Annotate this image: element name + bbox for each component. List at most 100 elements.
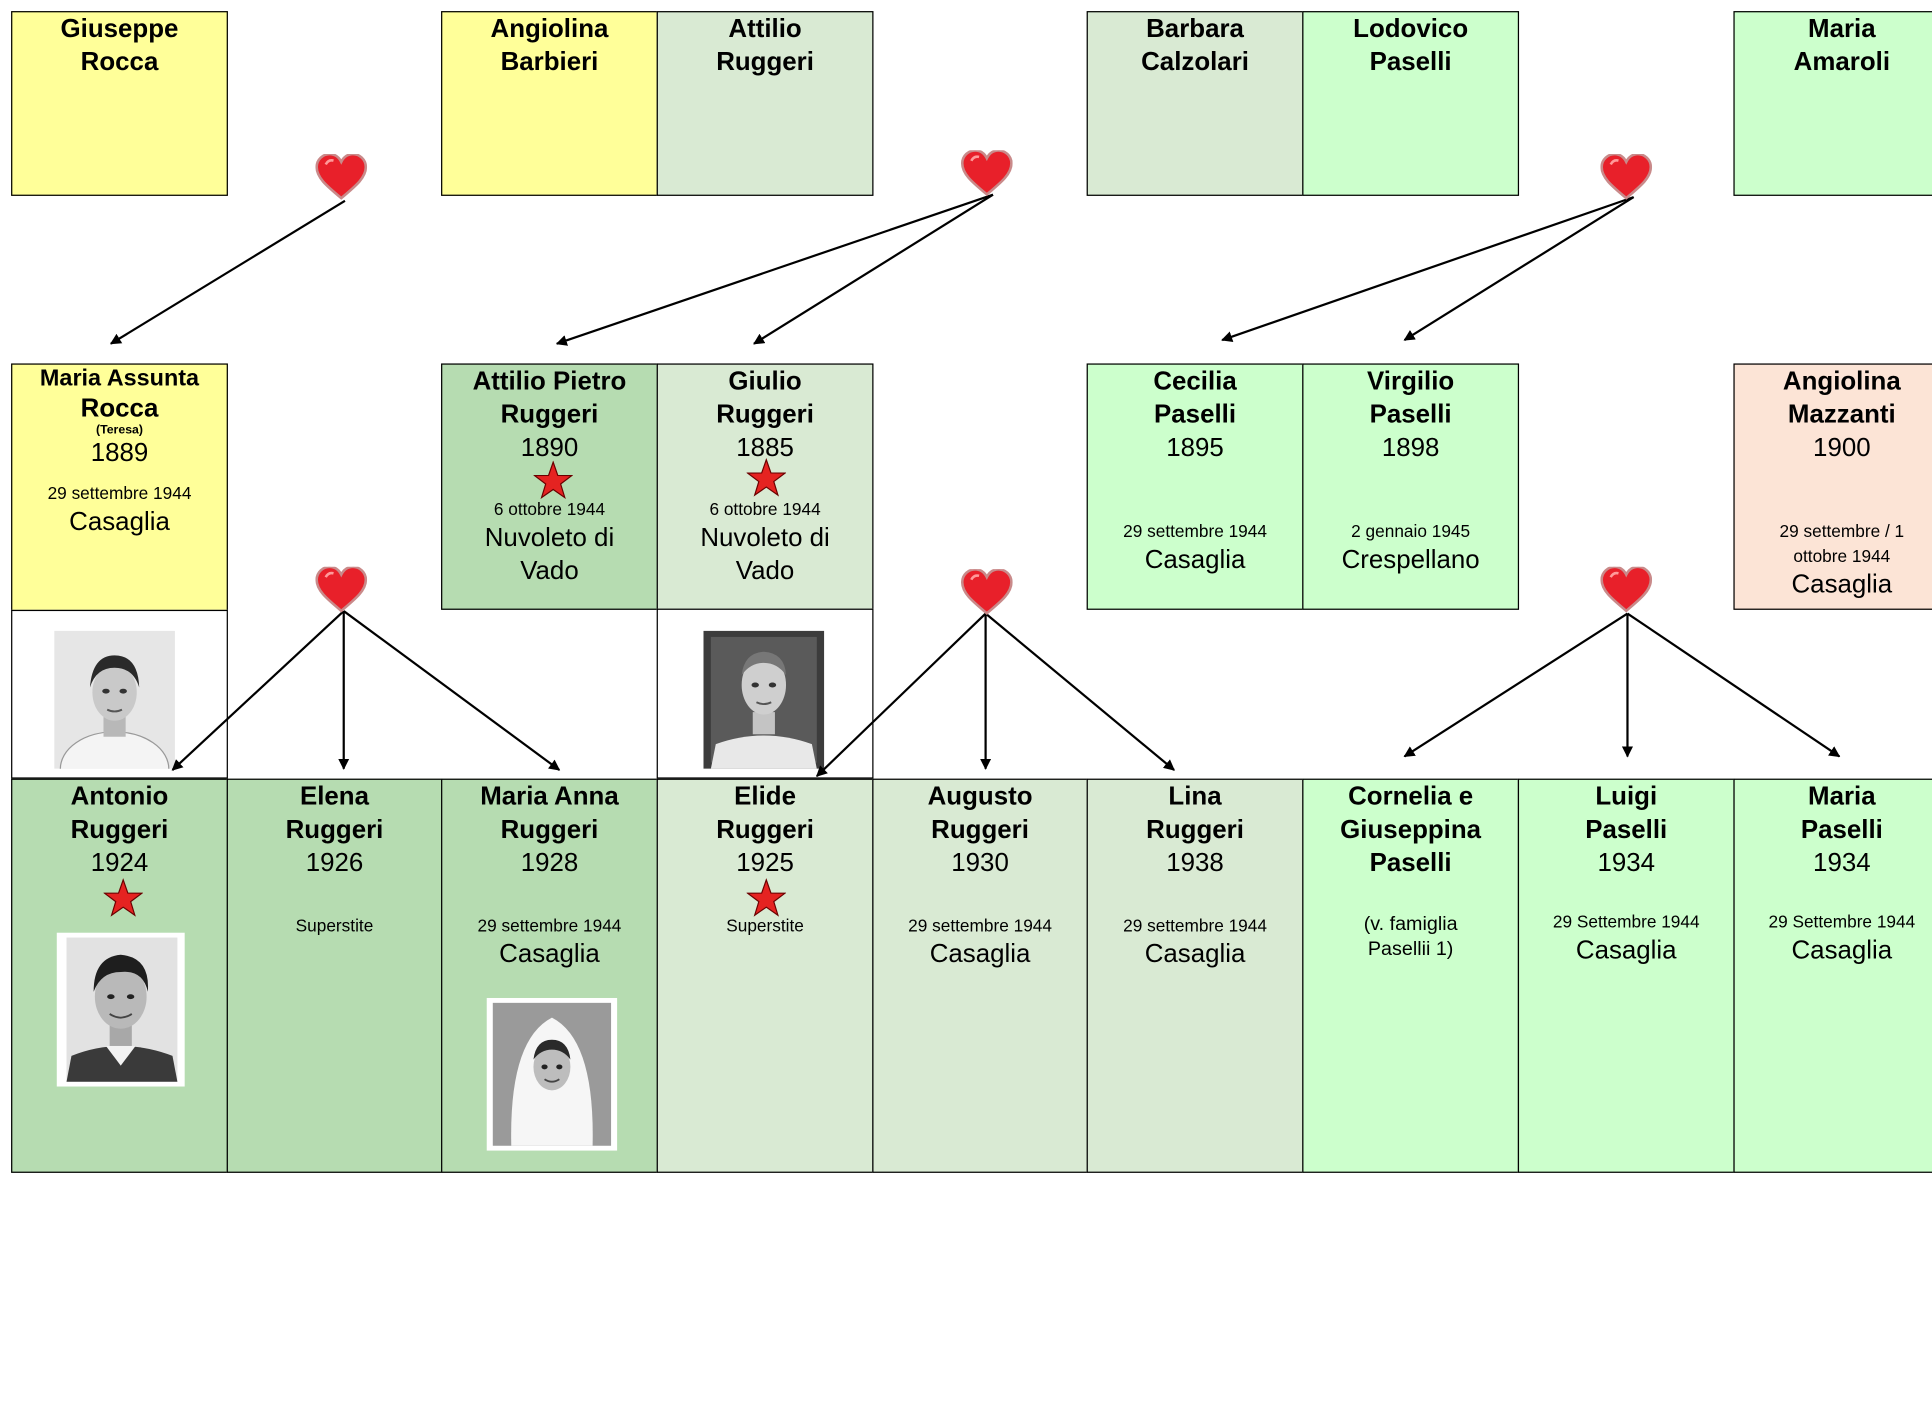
portrait-photo-maria-assunta xyxy=(54,630,175,769)
death-date: 29 settembre 1944 xyxy=(908,915,1052,936)
death-place: Casaglia xyxy=(1791,936,1893,965)
person-name: Attilio Ruggeri xyxy=(716,14,814,77)
death-place: Casaglia xyxy=(499,940,600,969)
person-name: Maria Paselli xyxy=(1800,782,1883,844)
portrait-photo-giulio xyxy=(703,630,825,769)
person-name: Elena Ruggeri xyxy=(285,782,384,844)
death-place: Casaglia xyxy=(1144,940,1246,969)
death-date: 29 settembre 1944 xyxy=(47,482,192,503)
person-card-attilio-ruggeri: Attilio Ruggeri xyxy=(656,11,874,196)
star-icon xyxy=(533,461,573,499)
birth-year: 1900 xyxy=(1813,433,1871,462)
arrow-rocca-to-maria-assunta xyxy=(109,199,346,345)
person-card-lodovico-paselli: Lodovico Paselli xyxy=(1302,11,1520,196)
arrow-ruggeri-to-attilio-pietro xyxy=(555,193,994,346)
heart-icon xyxy=(960,569,1013,615)
arrow-to-cornelia-giuseppina xyxy=(1403,612,1629,758)
person-card-elide-ruggeri: Elide Ruggeri 1925 Superstite xyxy=(656,778,874,1173)
person-name: Maria Amaroli xyxy=(1793,14,1891,77)
person-name: Maria Anna Ruggeri xyxy=(480,782,619,844)
death-place: Nuvoleto di Vado xyxy=(700,523,830,586)
person-card-maria-amaroli: Maria Amaroli xyxy=(1733,11,1932,196)
death-date: 29 settembre 1944 xyxy=(1123,521,1267,541)
death-date: 29 settembre / 1 ottobre 1944 xyxy=(1779,521,1905,566)
star-icon xyxy=(103,879,143,916)
person-card-lina-ruggeri: Lina Ruggeri 1938 29 settembre 1944 Casa… xyxy=(1086,778,1304,1173)
portrait-photo-maria-anna xyxy=(486,997,618,1151)
birth-year: 1934 xyxy=(1813,848,1871,878)
person-card-virgilio-paselli: Virgilio Paselli 1898 2 gennaio 1945 Cre… xyxy=(1302,363,1520,610)
arrow-to-elide xyxy=(816,612,987,777)
birth-year: 1898 xyxy=(1381,433,1440,462)
person-name: Attilio Pietro Ruggeri xyxy=(472,367,627,429)
birth-year: 1895 xyxy=(1166,433,1224,462)
person-name: Angiolina Barbieri xyxy=(490,14,609,77)
birth-year: 1924 xyxy=(90,848,149,878)
birth-year: 1925 xyxy=(736,848,794,878)
person-card-cecilia-paselli: Cecilia Paselli 1895 29 settembre 1944 C… xyxy=(1086,363,1304,610)
death-place: Casaglia xyxy=(69,507,170,536)
arrow-to-maria-anna xyxy=(343,610,561,771)
person-card-angiolina-mazzanti: Angiolina Mazzanti 1900 29 settembre / 1… xyxy=(1733,363,1932,610)
death-place: Casaglia xyxy=(1575,936,1677,965)
death-date: 29 Settembre 1944 xyxy=(1552,911,1700,932)
death-place: Casaglia xyxy=(1144,545,1246,575)
arrow-to-maria-paselli xyxy=(1626,612,1841,758)
person-name: Augusto Ruggeri xyxy=(927,782,1033,844)
birth-year: 1926 xyxy=(305,848,364,878)
person-name: Cornelia e Giuseppina Paselli xyxy=(1340,782,1482,878)
person-name: Barbara Calzolari xyxy=(1141,14,1249,77)
arrow-paselli-to-virgilio xyxy=(1403,196,1635,341)
star-icon xyxy=(746,459,786,496)
death-date: 6 ottobre 1944 xyxy=(493,498,606,519)
person-card-luigi-paselli: Luigi Paselli 1934 29 Settembre 1944 Cas… xyxy=(1517,778,1735,1173)
death-date: 29 settembre 1944 xyxy=(1123,915,1267,936)
death-place: Crespellano xyxy=(1341,545,1480,575)
birth-year: 1934 xyxy=(1597,848,1656,878)
birth-year: 1889 xyxy=(90,438,149,467)
person-card-maria-assunta-rocca: Maria Assunta Rocca (Teresa) 1889 29 set… xyxy=(11,363,228,612)
birth-year: 1928 xyxy=(520,848,579,878)
person-name: Virgilio Paselli xyxy=(1367,367,1455,429)
death-date: 29 Settembre 1944 xyxy=(1768,911,1916,932)
death-date: 29 settembre 1944 xyxy=(477,915,622,936)
death-place: Nuvoleto di Vado xyxy=(484,523,615,586)
heart-icon xyxy=(1600,153,1653,200)
person-name: Antonio Ruggeri xyxy=(70,782,169,844)
person-name: Giulio Ruggeri xyxy=(716,367,814,429)
person-name: Lina Ruggeri xyxy=(1146,782,1244,844)
person-card-elena-ruggeri: Elena Ruggeri 1926 Superstite xyxy=(226,778,443,1173)
person-card-barbara-calzolari: Barbara Calzolari xyxy=(1086,11,1304,196)
heart-icon xyxy=(315,153,368,200)
person-name: Cecilia Paselli xyxy=(1153,367,1237,429)
death-place: Casaglia xyxy=(929,940,1031,969)
birth-year: 1938 xyxy=(1166,848,1224,878)
person-name: Lodovico Paselli xyxy=(1353,14,1469,77)
portrait-photo-antonio xyxy=(56,932,185,1087)
heart-icon xyxy=(960,150,1013,196)
person-name: Elide Ruggeri xyxy=(716,782,814,844)
birth-year: 1890 xyxy=(520,433,579,462)
family-connectors xyxy=(103,150,1841,916)
arrow-ruggeri-to-giulio xyxy=(753,193,994,345)
arrow-to-lina xyxy=(984,612,1175,771)
heart-icon xyxy=(1600,566,1653,613)
person-card-maria-paselli: Maria Paselli 1934 29 Settembre 1944 Cas… xyxy=(1733,778,1932,1173)
person-card-cornelia-giuseppina-paselli: Cornelia e Giuseppina Paselli (v. famigl… xyxy=(1302,778,1520,1173)
person-name: Giuseppe Rocca xyxy=(60,14,179,77)
star-icon xyxy=(746,879,786,916)
family-reference: (v. famiglia Pasellii 1) xyxy=(1363,914,1458,960)
death-date: 2 gennaio 1945 xyxy=(1351,521,1471,541)
birth-year: 1930 xyxy=(951,848,1009,878)
person-name: Maria Assunta xyxy=(39,365,200,392)
person-name: Luigi Paselli xyxy=(1585,782,1668,844)
death-date: 6 ottobre 1944 xyxy=(709,498,821,519)
heart-icon xyxy=(315,566,368,613)
person-card-giuseppe-rocca: Giuseppe Rocca xyxy=(11,11,228,196)
arrow-to-antonio xyxy=(171,610,345,771)
person-nickname: (Teresa) xyxy=(95,423,144,438)
death-date: Superstite xyxy=(726,915,804,936)
person-name: Angiolina Mazzanti xyxy=(1782,367,1901,429)
birth-year: 1885 xyxy=(736,433,794,462)
person-card-augusto-ruggeri: Augusto Ruggeri 1930 29 settembre 1944 C… xyxy=(872,778,1088,1173)
